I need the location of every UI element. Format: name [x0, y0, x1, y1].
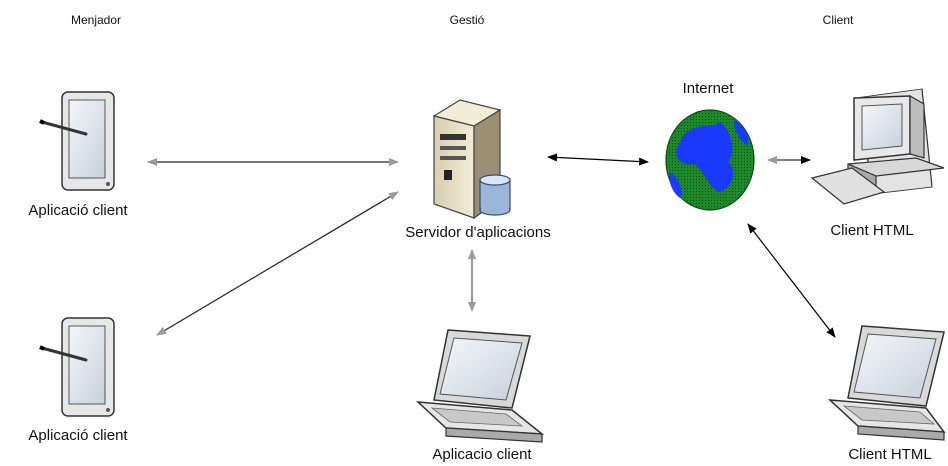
arrow-internet-laptop-client — [747, 223, 836, 338]
arrow-server-internet — [547, 153, 649, 166]
laptop-center-label: Aplicacio client — [432, 446, 532, 463]
connections — [147, 153, 836, 338]
desktop-computer-icon — [810, 88, 945, 205]
arrow-tablet-bottom-server — [156, 191, 399, 336]
server-label: Servidor d'aplicacions — [405, 224, 551, 241]
tablet-top-label: Aplicació client — [28, 202, 128, 219]
tablet-bottom-icon — [39, 317, 115, 417]
server-icon — [432, 99, 511, 220]
internet-label: Internet — [682, 80, 734, 97]
column-header-client: Client — [822, 13, 854, 27]
laptop-client-label: Client HTML — [848, 446, 932, 463]
laptop-center-icon — [415, 329, 545, 443]
globe-icon — [665, 109, 755, 211]
column-header-gestio: Gestió — [449, 13, 485, 27]
tablet-bottom-label: Aplicació client — [28, 427, 128, 444]
laptop-client-icon — [827, 325, 946, 441]
column-header-menjador: Menjador — [70, 13, 122, 27]
tablet-top-icon — [39, 91, 115, 191]
desktop-client-label: Client HTML — [830, 222, 914, 239]
